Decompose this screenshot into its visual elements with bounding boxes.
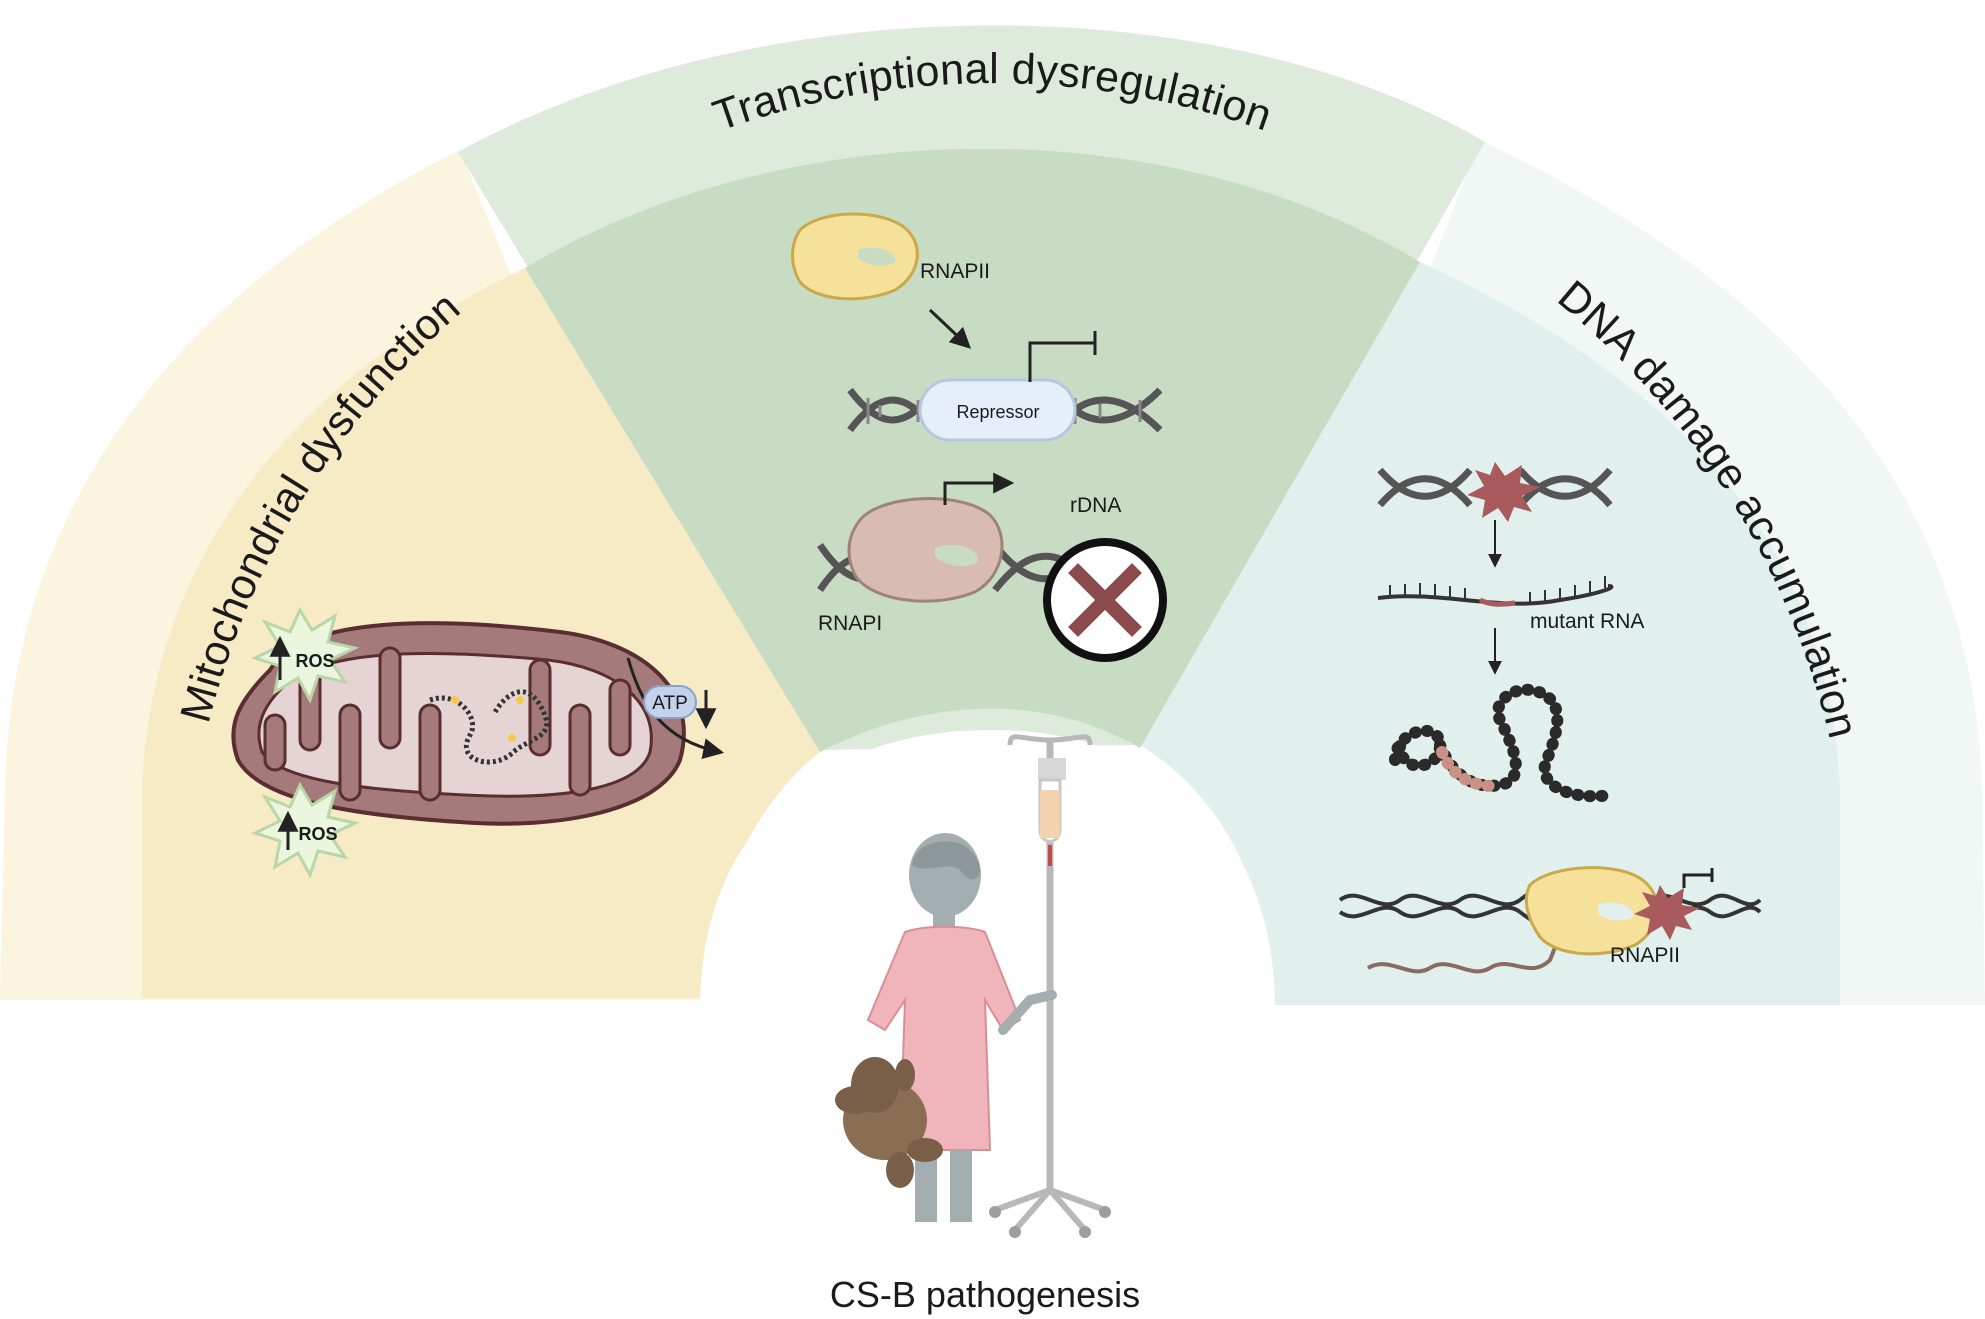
- right-sector-inner: [1140, 262, 1840, 1005]
- iv-pole-icon: [989, 734, 1111, 1238]
- rnapii-to-repressor-arrow: [928, 308, 972, 349]
- repressor-icon: Repressor: [918, 378, 1077, 442]
- svg-text:ROS: ROS: [298, 824, 337, 844]
- misfolded-protein-mutant-segment: [1436, 746, 1496, 792]
- rnapii-icon: RNAPII: [791, 212, 990, 301]
- damage-burst-icon: [1634, 885, 1700, 940]
- mitochondrion-icon: [231, 621, 686, 826]
- ros-burst-icon: ROS: [250, 781, 360, 879]
- patient-icon: [866, 833, 1057, 1222]
- svg-text:Repressor: Repressor: [956, 402, 1039, 422]
- bottom-band: [0, 1005, 1985, 1319]
- rdna-label: rDNA: [1070, 494, 1121, 517]
- svg-text:RNAPI: RNAPI: [818, 612, 882, 635]
- atp-badge-icon: ATP: [626, 657, 725, 759]
- damaged-dna-icon: [1377, 467, 1613, 508]
- active-promoter-arrow: [943, 472, 1015, 505]
- teddy-bear-icon: [835, 1057, 943, 1188]
- block-x-icon: [1043, 538, 1167, 662]
- page-title: CS-B pathogenesis: [830, 1274, 1140, 1315]
- svg-text:RNAPII: RNAPII: [1610, 944, 1680, 967]
- rnapi-icon: RNAPI: [818, 497, 1004, 635]
- damage-burst-icon: [1467, 462, 1540, 522]
- svg-text:mutant RNA: mutant RNA: [1530, 610, 1644, 633]
- blocked-promoter-icon: [1028, 331, 1097, 382]
- stalled-transcription-icon: RNAPII: [1338, 866, 1762, 974]
- svg-text:RNAPII: RNAPII: [920, 260, 990, 283]
- svg-text:ATP: ATP: [652, 693, 688, 714]
- svg-text:ROS: ROS: [295, 651, 334, 671]
- mutant-rna-icon: mutant RNA: [1377, 576, 1644, 633]
- middle-sector-inner: [525, 148, 1420, 752]
- ros-burst-icon: ROS: [250, 606, 360, 704]
